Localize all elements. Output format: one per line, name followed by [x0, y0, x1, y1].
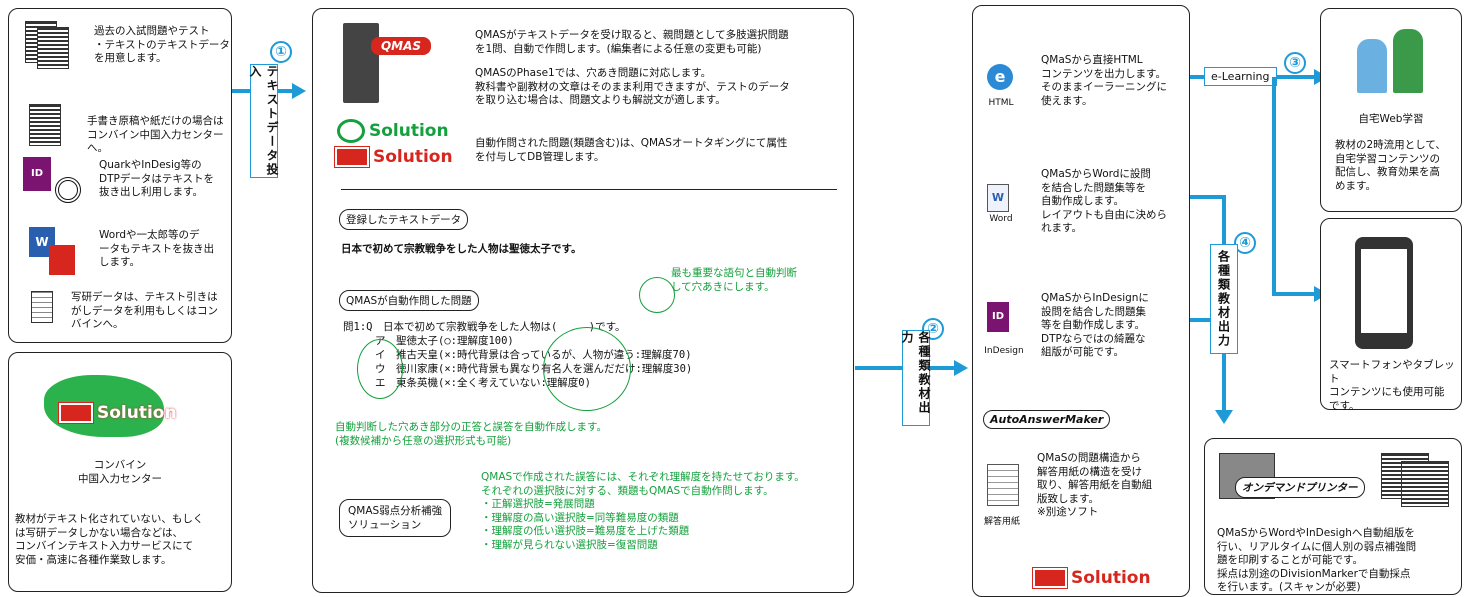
source-item-5: 写研データは、テキスト引きは がしデータを利用もしくはコン バインへ。 — [71, 291, 218, 330]
red-solution-icon — [335, 147, 369, 167]
smartphone-panel: スマートフォンやタブレット コンテンツにも使用可能 です。 — [1320, 218, 1462, 412]
green-people-icon — [337, 119, 365, 143]
green-solution-label: Solution — [369, 121, 449, 141]
outputs-solution-icon — [1033, 568, 1067, 588]
arrow2-head — [954, 360, 968, 376]
outputs-panel: e HTML QMaSから直接HTML コンテンツを出力します。 そのままイーラ… — [972, 5, 1190, 597]
word-output-line — [1190, 195, 1226, 199]
html-text: QMaSから直接HTML コンテンツを出力します。 そのままイーラーニングに 使… — [1041, 54, 1167, 107]
qmas-panel: QMAS Solution Solution QMASがテキストデータを受け取る… — [312, 8, 854, 593]
word-icon: W — [29, 227, 55, 257]
source-item-1: 過去の入試問題やテスト ・テキストのテキストデータ を用意します。 — [94, 25, 230, 64]
word-text: QMaSからWordに設問 を結合した問題集等を 自動作成します。 レイアウトも… — [1041, 168, 1167, 234]
registered-text: 日本で初めて宗教戦争をした人物は聖徳太子です。 — [341, 243, 582, 255]
home-web-panel: 自宅Web学習 教材の2時流用として、 自宅学習コンテンツの 配信し、教育効果を… — [1320, 8, 1462, 212]
output-label: 各種類教材出力 — [900, 330, 931, 426]
green-note-3: QMASで作成された誤答には、それぞれ理解度を持たせております。 それぞれの選択… — [481, 471, 805, 551]
outputs-solution-logo: Solution — [1033, 568, 1151, 588]
note1-bubble — [639, 277, 675, 313]
indesign-doc-icon: ID — [987, 302, 1009, 332]
ondemand-text: QMaSからWordやInDesighへ自動組版を 行い、リアルタイムに個人別の… — [1217, 527, 1417, 593]
home-title: 自宅Web学習 — [1358, 113, 1424, 125]
ondemand-label: オンデマンドプリンター — [1235, 477, 1365, 498]
step1-number: ① — [270, 41, 292, 63]
intro-1: QMASがテキストデータを受け取ると、親問題として多肢選択問題 を1問、自動で作… — [475, 29, 789, 55]
registered-text-label: 登録したテキストデータ — [339, 209, 469, 230]
smartphone-branch-line — [1272, 77, 1276, 295]
combine-center-panel: Solution コンバイン 中国入力センター 教材がテキスト化されていない、も… — [8, 352, 232, 592]
arrow1-head — [292, 83, 306, 99]
choice-b: イ 推古天皇(×:時代背景は合っているが、人物が違う:理解度70) — [375, 349, 692, 361]
source-item-4: Wordや一太郎等のデ ータもテキストを抜き出 します。 — [99, 229, 215, 268]
intro-3: 自動作問された問題(類題含む)は、QMASオートタギングにて属性 を付与してDB… — [475, 137, 788, 163]
home-text: 教材の2時流用として、 自宅学習コンテンツの 配信し、教育効果を高 めます。 — [1335, 139, 1446, 192]
smartphone-branch-h — [1272, 292, 1316, 296]
word-doc-icon: W — [987, 184, 1009, 212]
answer-sheet-label: 解答用紙 — [983, 517, 1020, 527]
elearning-label: e-Learning — [1204, 67, 1277, 86]
outputs-solution-label: Solution — [1071, 568, 1151, 588]
green-solution-logo: Solution — [337, 119, 449, 143]
solution-label: Solution — [97, 403, 177, 423]
left-solution-logo: Solution — [59, 403, 177, 423]
divider — [341, 189, 837, 190]
material-output-label: 各種類教材出力 — [1210, 244, 1238, 354]
ichitaro-icon — [49, 245, 75, 275]
green-note-1: 最も重要な語句と自動判断 して穴あきにします。 — [671, 267, 797, 293]
autoanswer-label: AutoAnswerMaker — [983, 410, 1111, 429]
word-label: Word — [989, 214, 1013, 224]
smartphone-icon — [1355, 237, 1413, 349]
choice-c: ウ 徳川家康(×:時代背景も異なり有名人を選んだだけ:理解度30) — [375, 363, 693, 375]
answer-text: QMaSの問題構造から 解答用紙の構造を受け 取り、解答用紙を自動組 版致します… — [1037, 452, 1153, 518]
text-input-label: テキストデータ投入 — [248, 64, 279, 178]
center-title: コンバイン 中国入力センター — [78, 459, 162, 485]
indesign-text: QMaSからInDesignに 設問を結合した問題集 等を自動作成します。 DT… — [1041, 292, 1149, 358]
question-text: 問1:Q 日本で初めて宗教戦争をした人物は( )です。 — [343, 321, 626, 333]
arrow4-head — [1215, 410, 1233, 424]
source-data-panel: 過去の入試問題やテスト ・テキストのテキストデータ を用意します。 手書き原稿や… — [8, 8, 232, 343]
step4-number: ④ — [1234, 232, 1256, 254]
html-icon: e — [987, 64, 1013, 90]
source-item-2: 手書き原稿や紙だけの場合は コンバイン中国入力センターへ。 — [87, 115, 224, 154]
intro-2: QMASのPhase1では、穴あき問題に対応します。 教科書や副教材の文章はその… — [475, 67, 790, 106]
students-illustration-icon — [1351, 23, 1431, 97]
qmas-logo: QMAS — [371, 37, 431, 55]
html-label: HTML — [988, 98, 1014, 108]
red-solution-label: Solution — [373, 147, 453, 167]
auto-question-label: QMASが自動作問した問題 — [339, 290, 479, 311]
exam-document-icon-back — [37, 27, 69, 69]
explanation-bubble — [543, 327, 631, 411]
target-icon — [55, 177, 81, 203]
indesign-icon: ID — [23, 157, 51, 191]
red-solution-logo: Solution — [335, 147, 453, 167]
choices-bubble — [357, 339, 403, 399]
step3-number: ③ — [1284, 52, 1306, 74]
answer-sheet-icon — [987, 464, 1019, 506]
ondemand-panel: オンデマンドプリンター QMaSからWordやInDesighへ自動組版を 行い… — [1204, 438, 1462, 595]
weak-analysis-label: QMAS弱点分析補強 ソリューション — [339, 499, 452, 537]
source-item-3: QuarkやInDesig等の DTPデータはテキストを 抜き出し利用します。 — [99, 159, 215, 198]
indesign-label: InDesign — [984, 346, 1024, 356]
solution-logo-icon — [59, 403, 93, 423]
center-description: 教材がテキスト化されていない、もしく は写研データしかない場合などは、 コンバイ… — [15, 513, 204, 566]
shaken-document-icon — [31, 291, 53, 323]
indesign-output-line — [1190, 318, 1226, 322]
green-note-2: 自動判断した穴あき部分の正答と誤答を自動作成します。 (複数候補から任意の選択形… — [335, 421, 607, 447]
handwritten-document-icon — [29, 104, 61, 146]
qmas-computer-icon — [343, 23, 379, 103]
smartphone-text: スマートフォンやタブレット コンテンツにも使用可能 です。 — [1329, 359, 1455, 412]
printed-sheet-icon-2 — [1401, 461, 1449, 507]
